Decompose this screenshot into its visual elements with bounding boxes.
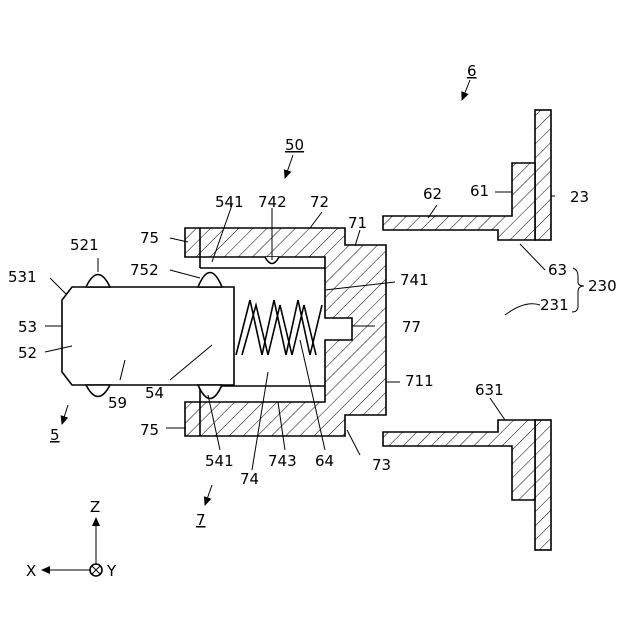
label-541-bottom: 541 xyxy=(205,452,234,470)
label-50: 50 xyxy=(285,136,304,154)
bump-521-bottom xyxy=(86,385,110,397)
bump-541-top xyxy=(198,273,222,288)
bump-521-top xyxy=(86,275,110,288)
label-6: 6 xyxy=(467,62,477,80)
label-531: 531 xyxy=(8,268,37,286)
label-75-top: 75 xyxy=(140,229,159,247)
label-77: 77 xyxy=(402,318,421,336)
label-64: 64 xyxy=(315,452,334,470)
label-75-bottom: 75 xyxy=(140,421,159,439)
label-711: 711 xyxy=(405,372,434,390)
bump-541-bottom xyxy=(198,385,222,399)
wall-23 xyxy=(535,110,551,550)
label-741: 741 xyxy=(400,271,429,289)
label-742: 742 xyxy=(258,193,287,211)
label-74: 74 xyxy=(240,470,259,488)
member-5 xyxy=(62,287,234,385)
label-743: 743 xyxy=(268,452,297,470)
label-63: 63 xyxy=(548,261,567,279)
label-631: 631 xyxy=(475,381,504,399)
label-73: 73 xyxy=(372,456,391,474)
label-7: 7 xyxy=(196,511,206,529)
label-61: 61 xyxy=(470,182,489,200)
axes-indicator xyxy=(42,518,102,576)
label-71: 71 xyxy=(348,214,367,232)
label-62: 62 xyxy=(423,185,442,203)
label-53: 53 xyxy=(18,318,37,336)
label-72: 72 xyxy=(310,193,329,211)
label-230: 230 xyxy=(588,277,617,295)
axis-label-y: Y xyxy=(106,562,117,580)
label-52: 52 xyxy=(18,344,37,362)
bracket-631-bottom xyxy=(383,420,535,500)
label-541-top: 541 xyxy=(215,193,244,211)
label-54: 54 xyxy=(145,384,164,402)
label-231: 231 xyxy=(540,296,569,314)
bracket-61-top xyxy=(383,163,535,240)
axis-label-x: X xyxy=(26,562,36,580)
label-59: 59 xyxy=(108,394,127,412)
label-521: 521 xyxy=(70,236,99,254)
label-23: 23 xyxy=(570,188,589,206)
label-5: 5 xyxy=(50,426,60,444)
axis-label-z: Z xyxy=(90,498,100,516)
label-752: 752 xyxy=(130,261,159,279)
